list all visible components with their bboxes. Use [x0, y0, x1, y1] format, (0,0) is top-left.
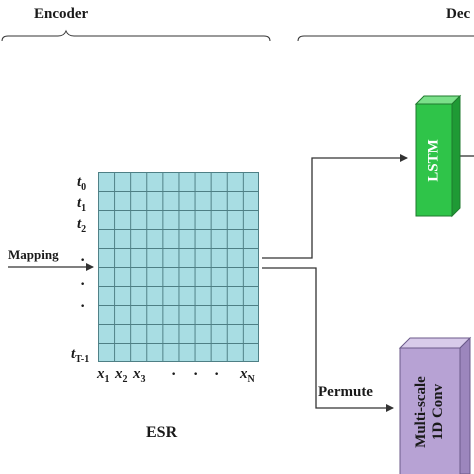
- vertical-ellipsis-dot: ·: [80, 252, 86, 269]
- conv-arrow: [262, 267, 394, 412]
- t-label-0: t0: [77, 174, 87, 193]
- conv-box: [399, 347, 461, 474]
- x-label-2: x2: [115, 366, 128, 385]
- x-label-1: x1: [97, 366, 110, 385]
- t-label-1: t1: [77, 195, 87, 214]
- horizontal-ellipsis-dot: ·: [171, 366, 177, 383]
- x-label-3: x3: [133, 366, 146, 385]
- conv-label: Multi-scale 1D Conv: [413, 352, 447, 472]
- lstm-box: [415, 103, 453, 217]
- encoder-brace: [1, 29, 271, 42]
- conv-block: [398, 336, 472, 474]
- horizontal-ellipsis-dot: ·: [214, 366, 220, 383]
- esr-label: ESR: [146, 424, 178, 441]
- horizontal-ellipsis-dot: ·: [193, 366, 199, 383]
- mapping-label: Mapping: [8, 247, 59, 262]
- decoder-label: Dec: [446, 6, 471, 22]
- t-label-2: t2: [77, 216, 87, 235]
- x-label-n: xN: [240, 366, 255, 385]
- conv-label-line2: 1D Conv: [430, 383, 446, 441]
- conv-label-line1: Multi-scale: [413, 376, 429, 448]
- lstm-label: LSTM: [425, 139, 442, 182]
- decoder-brace: [297, 35, 474, 42]
- vertical-ellipsis-dot: ·: [80, 276, 86, 293]
- lstm-block: [414, 94, 462, 218]
- t-label-last: tT-1: [71, 346, 90, 365]
- encoder-label: Encoder: [34, 6, 89, 22]
- permute-label: Permute: [318, 384, 373, 400]
- vertical-ellipsis-dot: ·: [80, 298, 86, 315]
- esr-grid: [98, 172, 259, 362]
- lstm-arrow: [262, 154, 408, 259]
